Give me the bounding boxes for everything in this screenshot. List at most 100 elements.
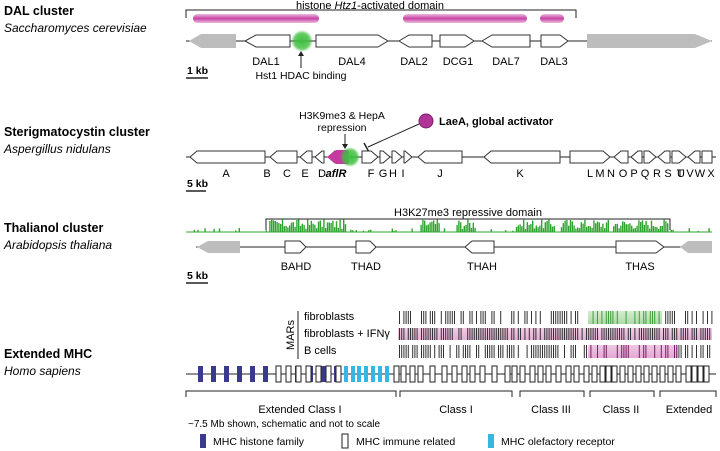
mar-tick <box>445 311 447 324</box>
mar-tick <box>625 311 627 324</box>
mhc-immune-gene <box>619 365 626 383</box>
mhc-note: ~7.5 Mb shown, schematic and not to scal… <box>188 419 380 430</box>
gene-label-dal2: DAL2 <box>400 56 428 68</box>
h3k27me3-bar <box>469 222 471 232</box>
mhc-immune-gene <box>441 365 448 383</box>
mar-tick <box>500 328 502 340</box>
mhc-class-bracket-2 <box>519 390 585 397</box>
h3k27me3-bar <box>427 224 429 232</box>
h3k27me3-bar <box>548 219 550 232</box>
mar-tick <box>467 328 469 340</box>
mhc-immune-gene <box>667 365 674 383</box>
gene-label-thah: THAH <box>467 261 497 273</box>
mhc-olfactory-gene <box>351 366 355 382</box>
h3k27me3-bar <box>393 230 395 232</box>
h3k27me3-bar <box>593 220 595 232</box>
mhc-immune-gene <box>583 365 590 383</box>
mar-tick <box>643 328 645 340</box>
mar-tick <box>616 311 618 324</box>
gene-label-dal4: DAL4 <box>338 56 366 68</box>
h3k27me3-bar <box>299 225 302 232</box>
mar-tick <box>561 328 563 340</box>
mar-tick <box>553 311 554 324</box>
mar-tick <box>458 345 460 358</box>
mar-tick <box>535 311 537 324</box>
ster-gene-label-aflR: aflR <box>326 168 347 180</box>
mar-tick <box>577 311 579 324</box>
h3k27me3-bar <box>289 225 291 232</box>
mar-tick <box>550 345 552 358</box>
mar-tick <box>526 311 528 324</box>
mar-tick <box>577 328 579 340</box>
mar-tick <box>517 311 519 324</box>
mar-tick <box>702 345 704 358</box>
h3k27me3-bar <box>659 225 662 232</box>
mar-tick <box>630 328 631 340</box>
h3k27me3-bar <box>332 220 334 232</box>
repression-label-2: repression <box>317 122 366 134</box>
mar-tick <box>429 311 431 324</box>
mar-tick <box>484 345 486 358</box>
ster-gene-label-X: X <box>707 168 715 180</box>
h3k27me3-bar <box>667 223 669 232</box>
h3k27me3-bar <box>607 219 609 232</box>
ster-gene-label-D: D <box>318 168 326 180</box>
mar-tick <box>707 328 708 340</box>
mar-tick <box>570 328 572 340</box>
h3k27me3-bar <box>656 227 658 232</box>
mhc-immune-gene <box>491 365 498 383</box>
h3k27me3-bar <box>465 224 467 232</box>
mar-tick <box>513 345 515 358</box>
repression-arrow <box>342 134 348 149</box>
ster-gene-label-O: O <box>619 168 628 180</box>
mar-tick <box>707 311 708 324</box>
mhc-histone-gene <box>224 366 229 382</box>
h3k27me3-bar <box>350 229 352 232</box>
gene-dal7 <box>481 34 531 48</box>
mar-tick <box>680 328 682 340</box>
mar-tick <box>616 328 618 340</box>
h3k27me3-bar <box>650 220 653 232</box>
mar-tick <box>654 328 656 340</box>
mhc-histone-gene <box>250 366 255 382</box>
h3k27me3-bar <box>330 222 332 232</box>
h3k27me3-bar <box>314 224 316 232</box>
mhc-class-bracket-0 <box>185 390 397 397</box>
ster-gene-13 <box>630 150 643 164</box>
track-label-b-cells: B cells <box>304 345 337 357</box>
h3k27me3-bar <box>618 228 620 232</box>
mar-band-bcell <box>588 345 678 358</box>
h3k27me3-bar <box>560 227 563 232</box>
mar-tick <box>575 311 576 324</box>
mhc-immune-gene <box>417 365 424 383</box>
h3k27me3-bar <box>490 229 492 232</box>
mar-tick <box>645 345 647 358</box>
h3k27me3-bar <box>290 222 293 232</box>
mar-tick <box>440 328 442 340</box>
thal-species: Arabidopsis thaliana <box>3 238 112 252</box>
mar-tick <box>524 328 526 340</box>
h3k27me3-bar <box>532 220 534 232</box>
ster-gene-0 <box>189 150 266 164</box>
mar-tick <box>533 328 535 340</box>
hst1-arrow <box>298 51 304 68</box>
h3k27me3-bar <box>600 226 602 232</box>
ster-gene-3 <box>314 150 325 164</box>
h3k27me3-bar <box>341 228 343 232</box>
gene-dal1 <box>243 34 291 48</box>
h3k27me3-bar <box>325 227 327 232</box>
mhc-immune-gene <box>335 365 342 383</box>
h3k27me3-bar <box>213 228 215 232</box>
ster-title: Sterigmatocystin cluster <box>4 125 150 139</box>
h3k27me3-bar <box>528 224 530 232</box>
mar-tick <box>447 311 449 324</box>
h3k27me3-bar <box>589 226 591 232</box>
h3k27me3-bar <box>523 219 525 232</box>
ster-gene-label-R: R <box>653 168 661 180</box>
mar-tick <box>700 328 702 340</box>
mhc-immune-gene <box>611 365 618 383</box>
h3k27me3-bar <box>456 225 458 232</box>
mar-tick <box>678 345 680 358</box>
mar-tick <box>643 345 645 358</box>
